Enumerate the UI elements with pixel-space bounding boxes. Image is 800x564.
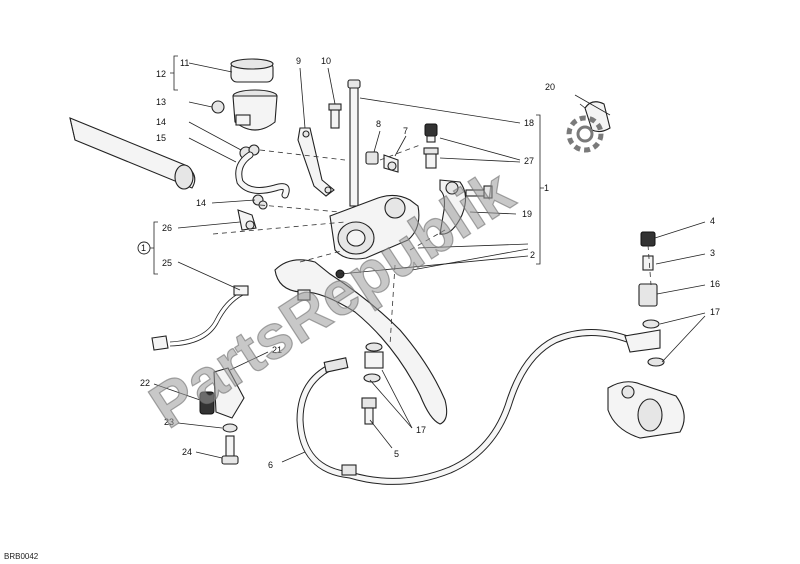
label-26: 26	[162, 223, 172, 233]
leader-lines	[153, 62, 706, 463]
circled-label-1: 1	[141, 243, 146, 253]
banjo-washers-upper	[363, 342, 384, 383]
handlebar-clamp	[439, 179, 493, 235]
label-18: 18	[524, 118, 534, 128]
bleeder-valve	[642, 255, 654, 271]
part-labels: 1 2 3 4 5 6 7 8 9 10 11 12 13 14 15 14 1…	[140, 56, 720, 470]
label-24: 24	[182, 447, 192, 457]
bleed-screw-lower	[423, 147, 439, 169]
hose-clamp-lower	[252, 194, 268, 210]
label-25: 25	[162, 258, 172, 268]
switch-fitting	[383, 154, 399, 173]
reservoir-cap	[230, 58, 274, 83]
label-4: 4	[710, 216, 715, 226]
label-7: 7	[403, 126, 408, 136]
hose-clip	[579, 101, 611, 133]
label-20: 20	[545, 82, 555, 92]
circled-group-marker: 1	[137, 241, 151, 255]
clutch-lever	[274, 259, 448, 425]
drawing-code: BRB0042	[4, 552, 39, 561]
label-6: 6	[268, 460, 273, 470]
switch-washer	[222, 423, 238, 433]
slave-washers	[642, 319, 665, 367]
switch-cable	[151, 285, 249, 351]
label-15: 15	[156, 133, 166, 143]
reservoir-screw	[211, 100, 225, 114]
small-bolt	[365, 151, 379, 165]
assembly-lines	[212, 144, 652, 346]
bleed-screw-upper	[424, 123, 438, 143]
long-bolt	[347, 79, 361, 207]
switch-plate	[213, 367, 245, 419]
mounting-bracket	[297, 127, 335, 197]
label-17-lower: 17	[416, 425, 426, 435]
label-21: 21	[272, 345, 282, 355]
label-11: 11	[180, 58, 189, 68]
label-2: 2	[530, 250, 535, 260]
label-10: 10	[321, 56, 331, 66]
switch-connector	[237, 209, 257, 231]
label-1: 1	[544, 183, 549, 193]
label-13: 13	[156, 97, 166, 107]
gear-icon	[566, 115, 604, 153]
label-16: 16	[710, 279, 720, 289]
label-14-lower: 14	[196, 198, 206, 208]
label-17-right: 17	[710, 307, 720, 317]
label-19: 19	[522, 209, 532, 219]
group-braces	[150, 55, 544, 275]
bracket-screw	[328, 103, 342, 129]
reservoir-hose	[235, 151, 290, 199]
label-9: 9	[296, 56, 301, 66]
label-3: 3	[710, 248, 715, 258]
bleeder-cap	[640, 231, 656, 247]
slave-cylinder-fitting	[638, 283, 658, 307]
slave-cylinder	[607, 381, 685, 439]
label-22: 22	[140, 378, 150, 388]
banjo-bolt	[361, 397, 377, 425]
reservoir-body	[232, 89, 278, 131]
handlebar-tube	[69, 117, 196, 190]
switch-screw	[221, 435, 239, 465]
clutch-hose	[296, 329, 661, 485]
switch-rubber	[199, 391, 215, 415]
label-12: 12	[156, 69, 166, 79]
label-14-upper: 14	[156, 117, 166, 127]
master-cylinder-body	[329, 194, 420, 279]
label-27: 27	[524, 156, 534, 166]
label-8: 8	[376, 119, 381, 129]
label-5: 5	[394, 449, 399, 459]
label-23: 23	[164, 417, 174, 427]
